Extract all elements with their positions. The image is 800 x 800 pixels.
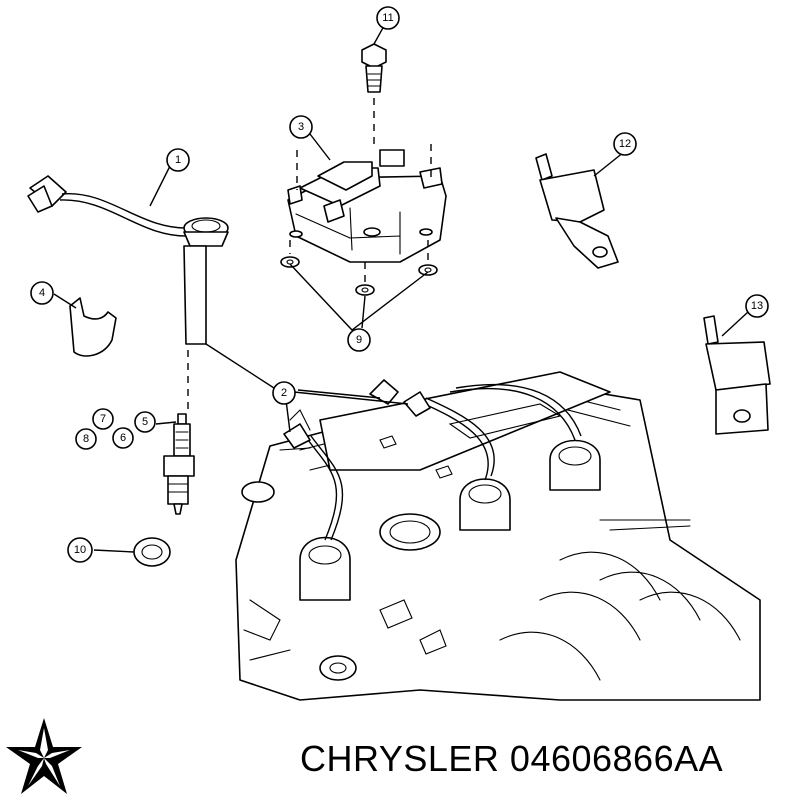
clip-part [69,297,117,357]
callout-label-10: 10 [74,544,86,556]
washers-part [280,240,438,296]
callout-label-2: 2 [281,387,287,399]
callout-label-5: 5 [142,416,148,428]
sensor-bracket-part [535,153,619,269]
spark-plug-part [163,413,195,515]
leader-lines [53,25,749,553]
callout-3: 3 [289,115,313,139]
brand-name: CHRYSLER [300,738,500,779]
callout-label-13: 13 [751,300,763,312]
callout-5: 5 [134,411,156,433]
bolt-part [361,43,387,150]
brand-part-number: CHRYSLER 04606866AA [300,738,723,780]
sensor-bracket-part-2 [703,315,771,435]
callout-8: 8 [75,428,97,450]
spark-plug-wire-part [27,175,229,410]
callout-label-7: 7 [100,413,106,425]
callout-label-6: 6 [120,432,126,444]
callout-4: 4 [30,281,54,305]
callout-label-9: 9 [356,334,362,346]
callout-12: 12 [613,132,637,156]
callout-1: 1 [166,148,190,172]
pentastar-icon [6,718,82,794]
callout-label-4: 4 [39,287,45,299]
engine-block [235,371,761,701]
ignition-coil-pack [287,144,447,263]
seal-part [133,537,171,567]
callout-label-1: 1 [175,154,181,166]
callout-7: 7 [92,408,114,430]
callout-label-11: 11 [382,12,393,24]
callout-label-8: 8 [83,433,89,445]
callout-11: 11 [376,6,400,30]
callout-label-3: 3 [298,121,304,133]
part-number: 04606866AA [509,738,724,779]
callout-label-12: 12 [619,138,631,150]
callout-9: 9 [347,328,371,352]
callout-10: 10 [67,537,93,563]
callout-6: 6 [112,427,134,449]
callout-2: 2 [272,381,296,405]
callout-13: 13 [745,294,769,318]
